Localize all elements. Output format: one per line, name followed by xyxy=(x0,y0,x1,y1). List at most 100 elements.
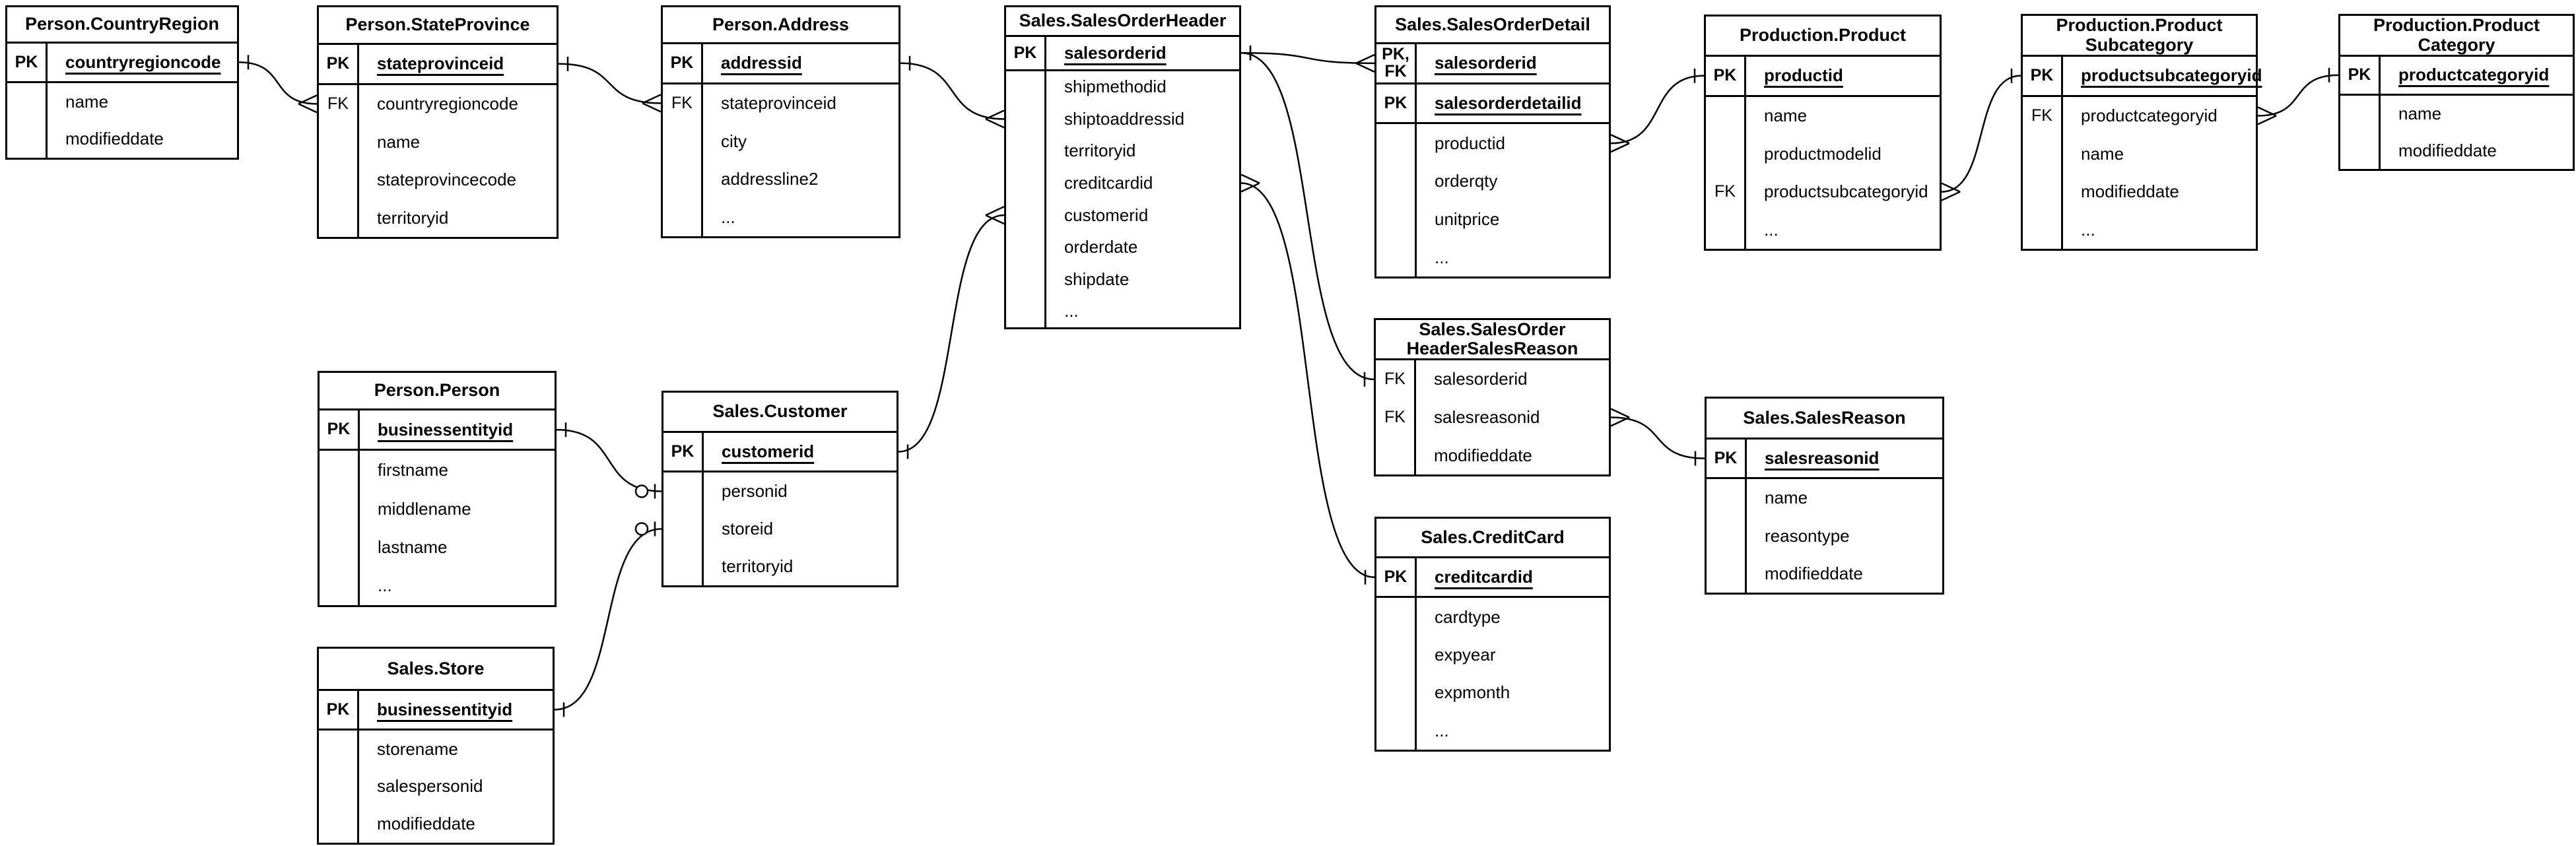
field-name: creditcardid xyxy=(1435,567,1533,587)
field-row: territoryid xyxy=(1006,135,1239,168)
key-badge xyxy=(1707,517,1747,555)
key-badge xyxy=(1006,135,1046,168)
field-name: territoryid xyxy=(377,207,449,228)
field-name: territoryid xyxy=(1064,141,1136,161)
key-badge xyxy=(320,566,360,606)
field-row: name xyxy=(1706,96,1940,135)
field-name: countryregioncode xyxy=(377,93,518,114)
field-name: modifieddate xyxy=(2081,181,2179,202)
relationship-countryregion-stateprovince xyxy=(238,55,318,114)
field-row: lastname xyxy=(320,528,555,567)
key-badge: PK xyxy=(320,410,360,449)
field-name: salesorderid xyxy=(1064,42,1167,63)
key-badge xyxy=(663,122,703,160)
field-name: businessentityid xyxy=(377,699,513,719)
field-row: expyear xyxy=(1376,635,1609,674)
table-title: Sales.Customer xyxy=(663,393,897,433)
field-row: shipmethodid xyxy=(1006,71,1239,104)
field-name: productcategoryid xyxy=(2398,65,2550,85)
field-name: salesorderid xyxy=(1435,53,1537,73)
field-name: name xyxy=(65,91,109,112)
key-badge xyxy=(1707,479,1747,517)
field-row: ... xyxy=(1376,238,1609,277)
table-title: Sales.Store xyxy=(319,649,553,691)
field-row: personid xyxy=(663,472,897,510)
field-row: productmodelid xyxy=(1706,135,1940,173)
key-badge xyxy=(2340,132,2381,170)
key-badge xyxy=(1376,674,1417,712)
field-section: productid orderqty unitprice... xyxy=(1376,122,1609,277)
relationship-customer-salesorderheader xyxy=(898,205,1005,459)
key-badge xyxy=(663,472,704,510)
field-name: stateprovinceid xyxy=(377,53,504,74)
field-name: modifieddate xyxy=(2398,140,2497,160)
key-badge xyxy=(663,160,703,199)
field-name: orderdate xyxy=(1064,237,1138,257)
field-name: modifieddate xyxy=(65,129,164,149)
field-row: orderqty xyxy=(1376,162,1609,201)
field-name: ... xyxy=(1064,301,1079,321)
field-row: shiptoaddressid xyxy=(1006,103,1239,135)
field-name: ... xyxy=(1435,247,1449,267)
field-name: productsubcategoryid xyxy=(2081,65,2262,86)
field-section: PK stateprovinceid xyxy=(319,45,557,83)
key-badge xyxy=(319,160,359,199)
field-name: name xyxy=(1764,105,1808,125)
table-title: Sales.SalesReason xyxy=(1707,399,1942,439)
field-row: territoryid xyxy=(319,199,557,238)
field-row: storename xyxy=(319,730,553,768)
field-name: shipdate xyxy=(1064,269,1130,289)
key-badge: FK xyxy=(663,84,703,123)
field-row: middlename xyxy=(320,489,555,529)
field-name: productcategoryid xyxy=(2081,105,2218,125)
key-badge xyxy=(1376,162,1417,201)
field-name: salespersonid xyxy=(377,776,483,797)
key-badge: PK xyxy=(319,45,359,83)
field-name: productid xyxy=(1435,133,1505,153)
key-badge xyxy=(320,451,360,490)
relationship-creditcard-salesorderheader xyxy=(1240,174,1375,585)
field-name: name xyxy=(2081,143,2124,164)
key-badge xyxy=(663,198,703,237)
field-name: unitprice xyxy=(1435,209,1500,230)
field-name: ... xyxy=(2081,219,2095,240)
key-badge xyxy=(1006,295,1046,328)
key-badge xyxy=(1006,167,1046,199)
field-row: name xyxy=(2023,135,2256,173)
key-badge xyxy=(1006,231,1046,263)
field-name: storeid xyxy=(722,519,774,538)
field-row: orderdate xyxy=(1006,231,1239,263)
field-name: shiptoaddressid xyxy=(1064,108,1185,129)
